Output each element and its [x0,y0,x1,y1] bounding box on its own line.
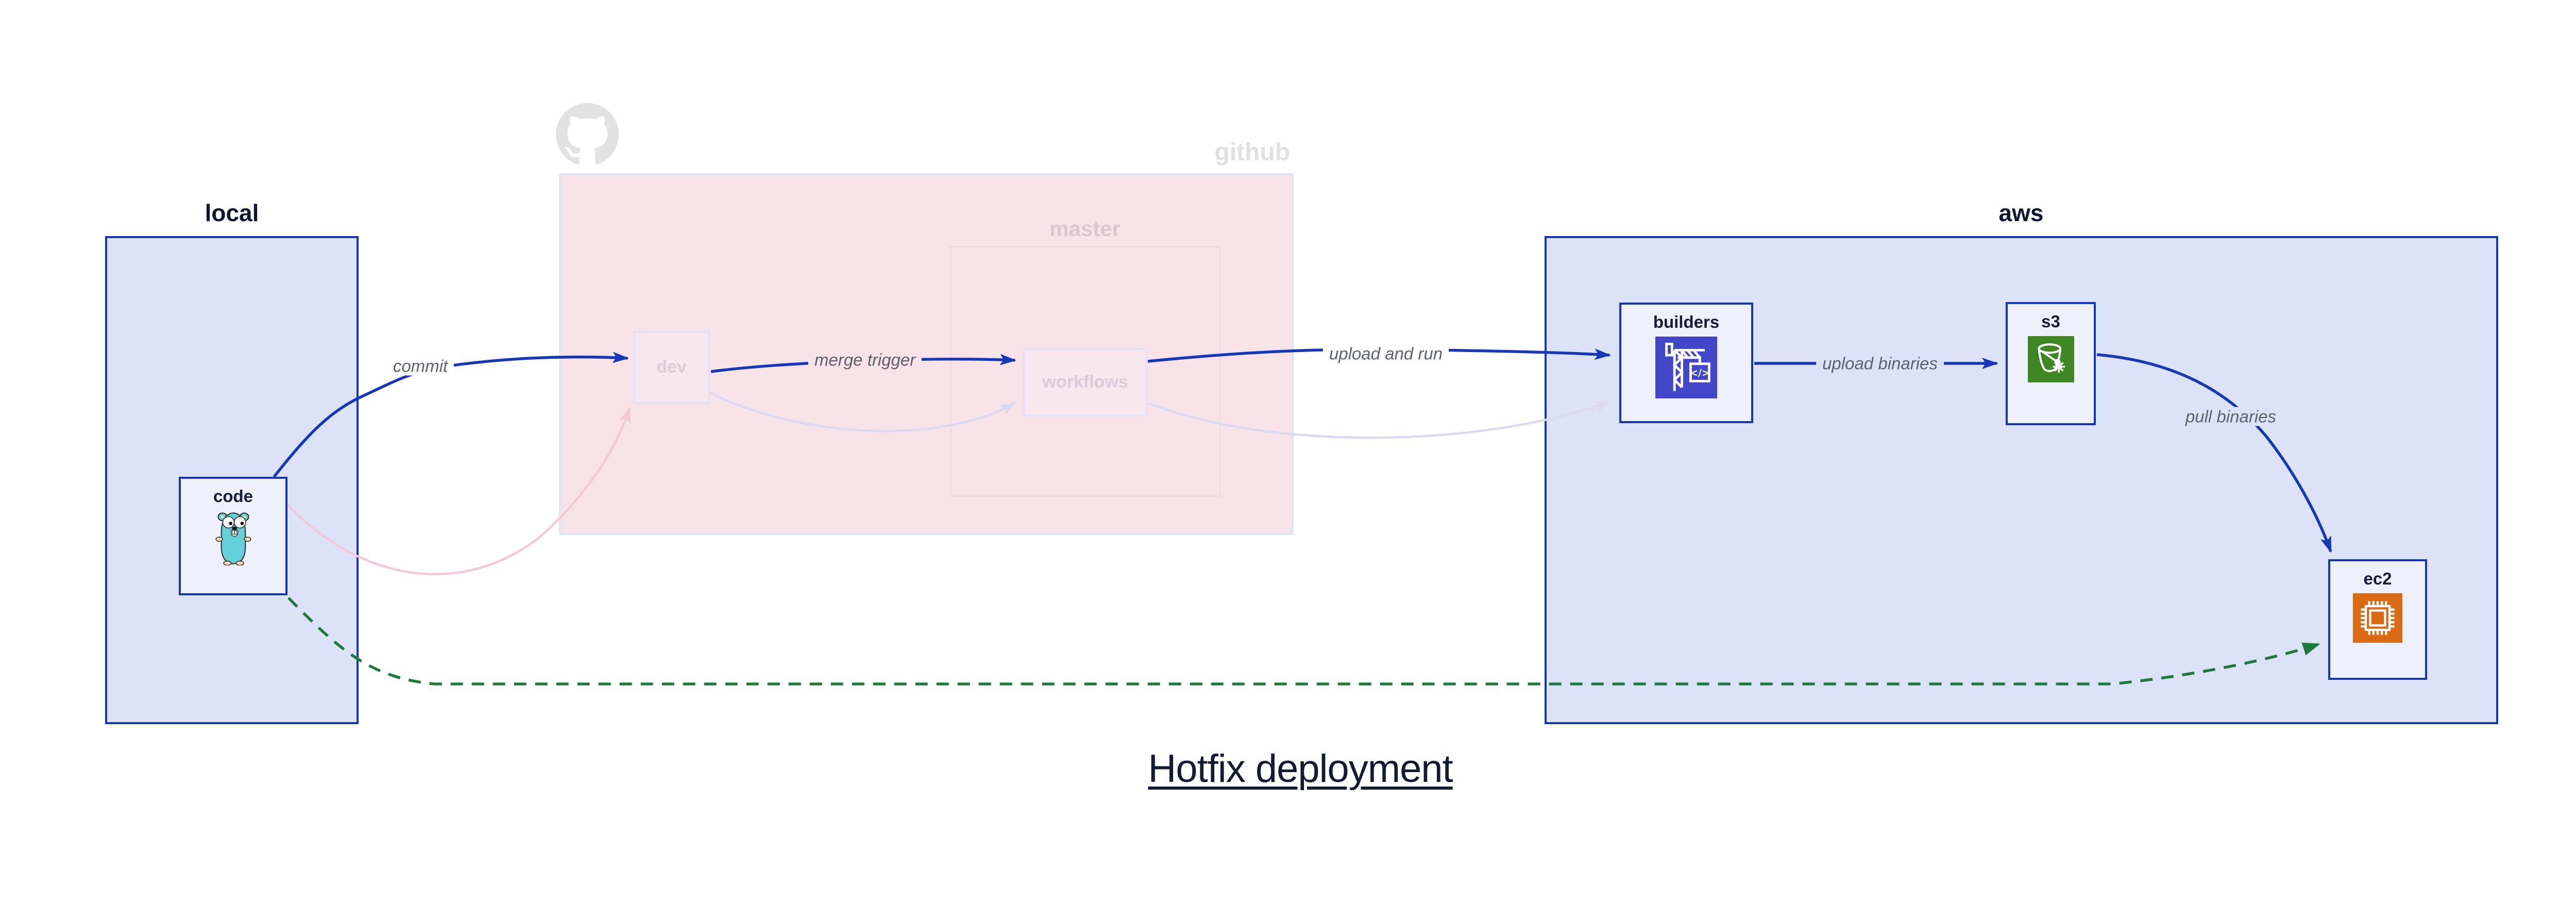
edge-label-upload-and-run: upload and run [1323,344,1449,363]
edge-hotfix-dashed-line [287,597,2320,686]
github-container-label: github [1214,139,1290,166]
node-code-label: code [213,487,253,506]
github-octocat-icon [556,103,619,166]
node-ec2-label: ec2 [2363,569,2392,588]
edge-label-commit: commit [386,356,454,376]
edge-label-upload-binaries: upload binaries [1816,354,1944,373]
node-dev: dev [633,331,710,404]
node-workflows: workflows [1023,348,1147,416]
s3-bucket-icon [2027,336,2075,385]
edge-faded-dev-to-workflows [709,391,1017,432]
aws-container-label: aws [1998,199,2044,226]
node-ec2: ec2 [2328,559,2427,680]
container-master [950,246,1221,497]
node-builders-label: builders [1653,312,1720,331]
node-code: code [179,477,287,595]
edge-faded-workflows-to-builders [1147,400,1612,439]
ec2-chip-icon [2352,593,2403,645]
node-workflows-label: workflows [1042,372,1128,392]
codebuild-crane-icon: </> [1655,337,1718,401]
node-dev-label: dev [656,357,687,377]
edge-label-pull-binaries: pull binaries [2179,407,2283,426]
edge-label-merge-trigger: merge trigger [808,350,922,370]
go-gopher-icon [214,511,252,568]
svg-text:</>: </> [1690,367,1710,379]
node-builders: builders </> [1619,303,1753,423]
local-container-label: local [205,199,259,226]
diagram-title: Hotfix deployment [1148,747,1453,791]
node-s3-label: s3 [2041,312,2060,331]
edge-pull-binaries-line [2096,353,2332,553]
master-container-label: master [1049,216,1121,241]
node-s3: s3 [2006,302,2096,425]
edge-faded-code-to-dev [286,406,631,576]
